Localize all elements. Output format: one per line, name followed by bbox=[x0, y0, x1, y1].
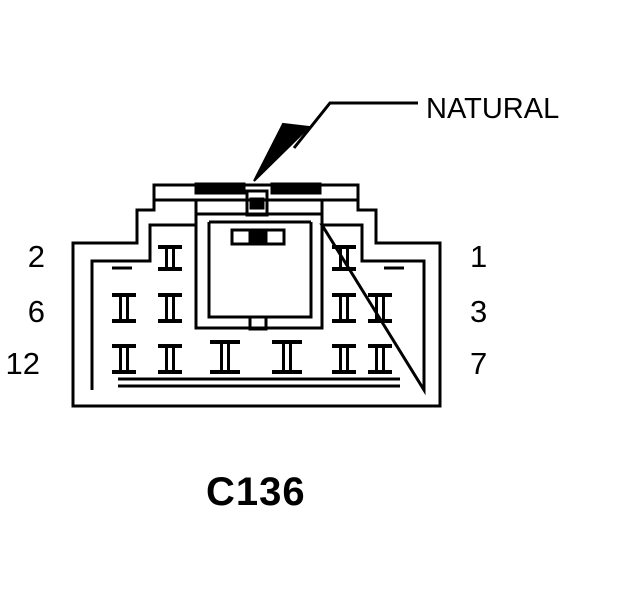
terminal bbox=[368, 293, 392, 323]
latch-tab bbox=[270, 182, 322, 195]
connector-housing bbox=[71, 183, 442, 408]
pin-label-6: 6 bbox=[27, 294, 45, 329]
terminal bbox=[158, 293, 182, 323]
pin-label-3: 3 bbox=[470, 294, 488, 329]
pin-label-1: 1 bbox=[470, 239, 488, 274]
terminal bbox=[158, 344, 182, 374]
terminal bbox=[210, 340, 240, 374]
terminal bbox=[158, 245, 182, 271]
lock-housing bbox=[194, 200, 324, 330]
terminal-group bbox=[112, 245, 392, 374]
terminal bbox=[272, 340, 302, 374]
terminal bbox=[332, 344, 356, 374]
terminal bbox=[332, 293, 356, 323]
terminal bbox=[112, 344, 136, 374]
pin-label-12: 12 bbox=[5, 346, 40, 381]
connector-id: C136 bbox=[206, 470, 306, 514]
terminal bbox=[112, 293, 136, 323]
terminal bbox=[332, 245, 356, 271]
lock-window bbox=[230, 228, 286, 246]
pin-label-2: 2 bbox=[27, 239, 45, 274]
locking-latch bbox=[245, 189, 269, 217]
pin-label-7: 7 bbox=[470, 346, 488, 381]
connector-cavity bbox=[90, 223, 426, 396]
terminal bbox=[368, 344, 392, 374]
callout-label: NATURAL bbox=[426, 93, 560, 125]
natural-callout-arrow bbox=[253, 101, 418, 182]
latch-tab bbox=[194, 182, 246, 195]
